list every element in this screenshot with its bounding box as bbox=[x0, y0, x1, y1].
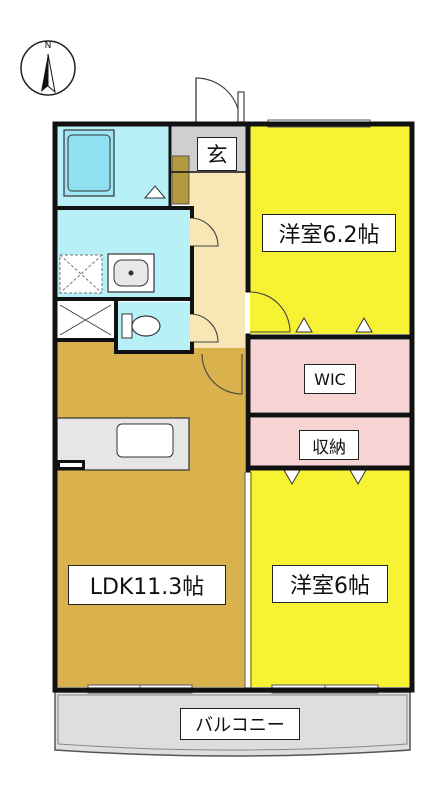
room-label-entrance: 玄 bbox=[197, 137, 237, 171]
wash-basin bbox=[107, 253, 155, 293]
room-label-storage: 収納 bbox=[299, 430, 359, 460]
room-label-wic: WIC bbox=[304, 364, 356, 394]
kitchen-counter bbox=[56, 417, 190, 471]
room-label-western-room-1: 洋室6.2帖 bbox=[262, 214, 396, 252]
ldk-floor bbox=[57, 342, 245, 687]
hallway-floor bbox=[190, 172, 245, 348]
toilet bbox=[121, 313, 161, 339]
room-label-balcony: バルコニー bbox=[180, 708, 300, 740]
walls bbox=[52, 121, 415, 693]
closet-door-markers bbox=[283, 316, 373, 486]
north-label: N bbox=[45, 41, 52, 51]
room-label-ldk: LDK11.3帖 bbox=[68, 565, 226, 605]
interior-doors bbox=[189, 217, 291, 690]
north-arrow-icon: N bbox=[20, 40, 76, 96]
entrance-door bbox=[195, 77, 245, 123]
room-label-western-room-2: 洋室6帖 bbox=[272, 565, 388, 603]
washing-machine-pan bbox=[59, 254, 103, 294]
shoe-box bbox=[171, 155, 190, 205]
